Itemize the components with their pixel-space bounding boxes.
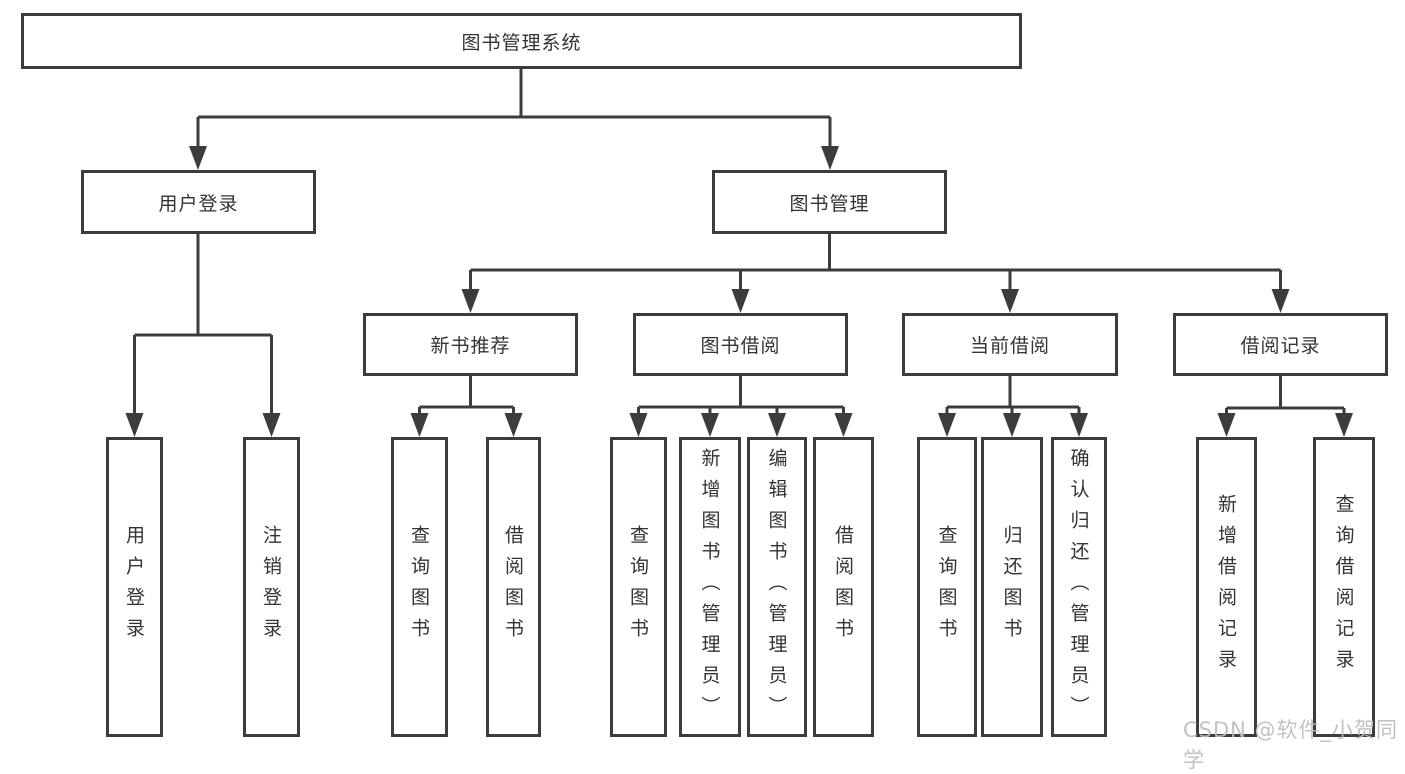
leaf-logout: 注销登录 <box>243 437 300 737</box>
leaf-query-books-borrow: 查询图书 <box>610 437 667 737</box>
leaf-borrow-books-recommend: 借阅图书 <box>486 437 541 737</box>
connector-root-to-level2 <box>196 69 832 148</box>
leaf-return-book: 归还图书 <box>981 437 1043 737</box>
arrow-down-icon <box>768 413 786 437</box>
node-current-borrow: 当前借阅 <box>902 313 1118 376</box>
connector-lines <box>133 69 1346 415</box>
arrow-down-icon <box>410 413 429 437</box>
arrow-down-icon <box>821 146 839 170</box>
leaf-edit-book-admin: 编辑图书（管理员） <box>747 437 807 737</box>
node-book-borrow: 图书借阅 <box>633 313 848 376</box>
leaf-query-books-recommend: 查询图书 <box>391 437 448 737</box>
connector-layer <box>125 69 1353 437</box>
csdn-watermark: CSDN @软件_小贺同学 <box>1183 718 1399 772</box>
arrow-down-icon <box>262 413 281 437</box>
connector-book-borrow-branch <box>637 376 845 415</box>
arrow-down-icon <box>189 146 207 170</box>
node-library-management-system: 图书管理系统 <box>21 13 1022 69</box>
arrow-down-icon <box>1001 289 1019 313</box>
arrowheads <box>125 146 1353 437</box>
arrow-down-icon <box>1070 413 1088 437</box>
leaf-query-books-current: 查询图书 <box>917 437 977 737</box>
node-user-login: 用户登录 <box>81 170 316 234</box>
arrow-down-icon <box>701 413 719 437</box>
arrow-down-icon <box>938 413 956 437</box>
arrow-down-icon <box>1217 413 1236 437</box>
node-borrow-records: 借阅记录 <box>1173 313 1388 376</box>
arrow-down-icon <box>731 289 750 313</box>
leaf-add-borrow-record: 新增借阅记录 <box>1196 437 1257 737</box>
node-new-book-recommend: 新书推荐 <box>363 313 578 376</box>
leaf-borrow-books: 借阅图书 <box>813 437 874 737</box>
connector-new-book-branch <box>418 376 515 415</box>
connector-user-login-branch <box>133 234 273 415</box>
arrow-down-icon <box>461 289 480 313</box>
leaf-add-book-admin: 新增图书（管理员） <box>679 437 741 737</box>
leaf-user-login: 用户登录 <box>106 437 163 737</box>
arrow-down-icon <box>125 413 144 437</box>
connector-borrow-record-branch <box>1225 376 1346 415</box>
leaf-confirm-return-admin: 确认归还（管理员） <box>1051 437 1107 737</box>
node-book-management: 图书管理 <box>712 170 947 234</box>
arrow-down-icon <box>1271 289 1290 313</box>
arrow-down-icon <box>1003 413 1021 437</box>
arrow-down-icon <box>504 413 523 437</box>
diagram-canvas: 图书管理系统 用户登录 图书管理 新书推荐 图书借阅 当前借阅 借阅记录 用户登… <box>21 13 1398 772</box>
leaf-query-borrow-record: 查询借阅记录 <box>1313 437 1375 737</box>
arrow-down-icon <box>1335 413 1353 437</box>
connector-current-borrow-branch <box>945 376 1081 415</box>
connector-book-management-branch <box>469 234 1282 291</box>
arrow-down-icon <box>629 413 648 437</box>
arrow-down-icon <box>834 413 853 437</box>
